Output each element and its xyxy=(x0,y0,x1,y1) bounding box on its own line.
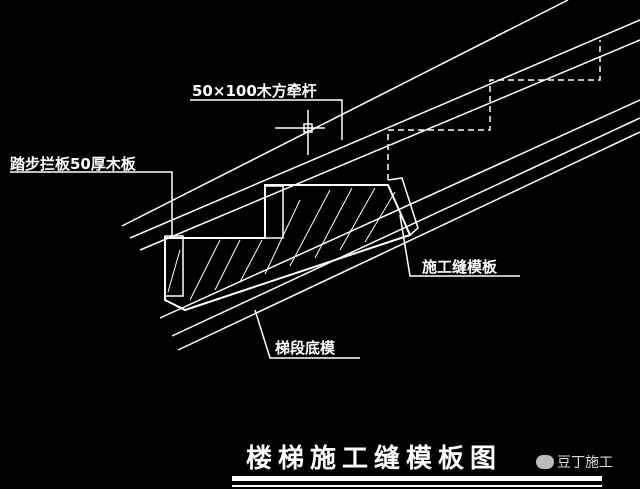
watermark: 豆丁施工 xyxy=(536,452,613,472)
label-step-board: 踏步拦板50厚木板 xyxy=(10,155,136,173)
wechat-icon xyxy=(536,455,554,469)
slab-line-2 xyxy=(129,19,640,239)
leader-timber-tie xyxy=(190,99,343,140)
joint-form xyxy=(387,177,419,236)
bottom-form-line-1 xyxy=(159,99,640,319)
label-joint-formwork: 施工缝模板 xyxy=(422,258,498,276)
leader-joint-form xyxy=(399,214,520,277)
leader-step-board xyxy=(10,171,173,236)
step-board-left xyxy=(164,235,184,297)
label-flight-bottom-form: 梯段底模 xyxy=(275,339,336,357)
label-timber-tie: 50×100木方牵杆 xyxy=(192,82,317,100)
step-board-mid xyxy=(264,185,284,239)
title-underline-thick xyxy=(232,476,602,481)
leader-bottom-form xyxy=(254,309,360,359)
bottom-form-line-3 xyxy=(177,131,640,351)
slab-line-top xyxy=(121,0,569,227)
concrete-steps xyxy=(164,184,412,312)
watermark-text: 豆丁施工 xyxy=(557,455,613,471)
future-steps-dashed xyxy=(387,40,601,180)
slab-line-3 xyxy=(139,39,640,251)
drawing-title: 楼梯施工缝模板图 xyxy=(246,444,503,474)
crosshair-box xyxy=(303,123,313,133)
title-underline-thin xyxy=(232,485,602,487)
concrete-hatch xyxy=(167,187,396,301)
